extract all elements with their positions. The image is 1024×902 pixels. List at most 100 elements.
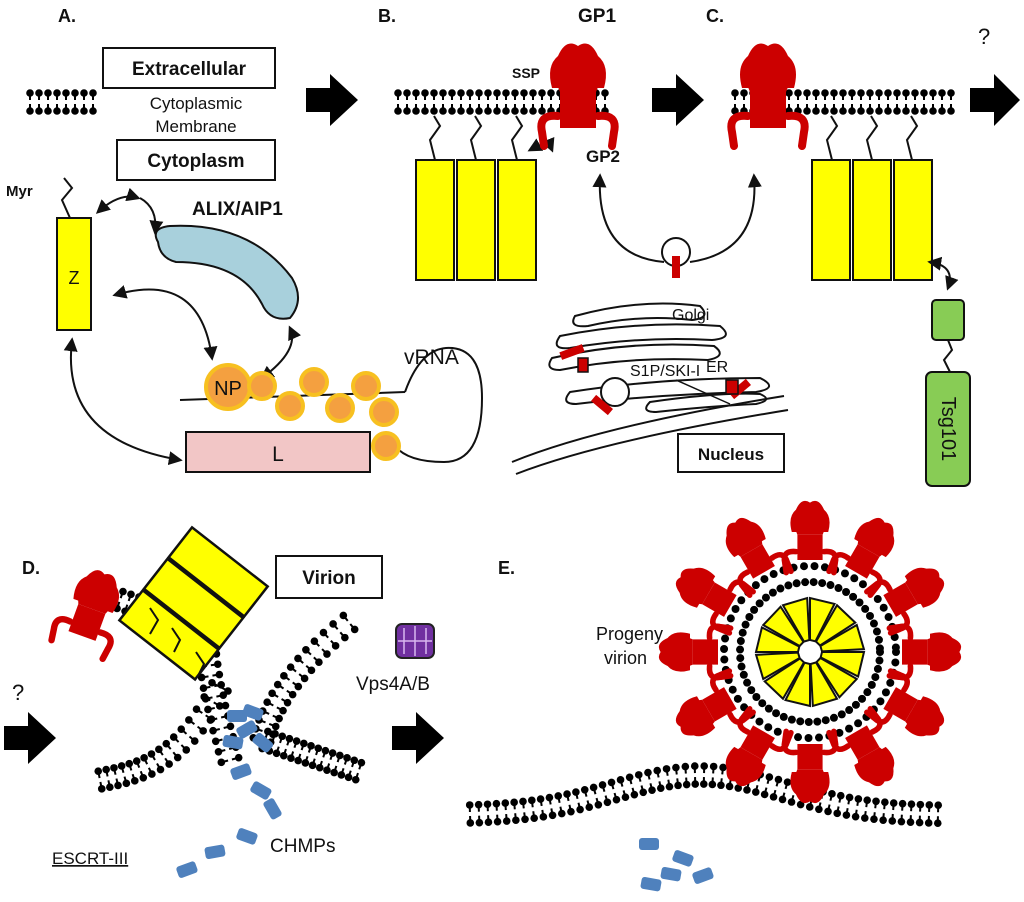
z-tail (149, 607, 160, 635)
z-alix-arrow (95, 187, 141, 214)
gp1-label: GP1 (578, 6, 616, 27)
membrane-d-bottom-left (94, 678, 232, 793)
panel-e-label: E. (498, 558, 515, 578)
tsg101-linker (942, 339, 954, 373)
panel-b: B. GP1 SSP GP2 Golgi ER S1P/SKI-I (378, 6, 789, 475)
z-core-segment (754, 651, 801, 681)
gp-spike (725, 517, 794, 598)
z-core-segment (761, 605, 805, 648)
alix-protein (154, 224, 299, 320)
progeny-label-1: Progeny (596, 624, 663, 644)
virion-box (275, 555, 383, 599)
flow-arrow-into-d (4, 712, 56, 764)
flow-arrow-a-b (306, 74, 358, 126)
chmp-subunit (639, 838, 659, 850)
chmp-subunit (263, 798, 282, 820)
vrna-label: vRNA (404, 346, 459, 369)
z-protein (117, 588, 221, 682)
z-protein (56, 217, 92, 331)
chmp-subunit (242, 704, 264, 721)
z-protein (415, 159, 455, 281)
z-protein (142, 557, 245, 650)
panel-d-label: D. (22, 558, 40, 578)
membrane-d-right-stem (249, 611, 359, 747)
z-tail (825, 115, 839, 161)
chmp-polymer (176, 704, 282, 878)
z-protein (852, 159, 892, 281)
panel-c: C. Tsg101 ? (706, 6, 990, 487)
z-core-segment (754, 626, 801, 653)
chmp-subunit (230, 763, 252, 780)
glycoprotein-complex (727, 43, 809, 150)
panel-c-label: C. (706, 6, 724, 26)
np-bead (275, 391, 305, 421)
z-core-segment (809, 596, 836, 643)
z-core-segment (781, 596, 811, 643)
l-protein (185, 431, 371, 473)
chmp-subunit (227, 710, 247, 722)
myr-anchor (60, 177, 74, 219)
z-np-arrow (112, 285, 218, 361)
gp-spike (537, 43, 619, 150)
s1p-label: S1P/SKI-I (630, 363, 700, 380)
gp2-label: GP2 (586, 147, 620, 166)
escrt-iii-label: ESCRT-III (52, 849, 128, 868)
progeny-virion (658, 500, 962, 804)
np-bead (325, 393, 355, 423)
cytoplasmic-membrane-label-1: Cytoplasmic (150, 94, 243, 113)
gp-spike (675, 567, 756, 636)
gp-spike (781, 500, 839, 576)
l-label: L (272, 443, 284, 466)
gp-in-vesicle (591, 394, 613, 416)
z-protein (893, 159, 933, 281)
er (565, 376, 770, 414)
z-core-segment (815, 656, 859, 699)
z-tsg101-interaction (927, 256, 959, 291)
gp-in-golgi (559, 344, 585, 360)
extracellular-box (102, 47, 276, 89)
np-bead (371, 431, 401, 461)
flow-arrow-d-e (392, 712, 444, 764)
panel-a: A. Extracellular Cytoplasmic Membrane Cy… (6, 6, 484, 473)
z-protein (166, 525, 270, 619)
gp-in-er (725, 379, 739, 395)
chmp-subunit (236, 828, 258, 845)
ssp-label: SSP (512, 65, 540, 81)
chmp-subunit (640, 877, 662, 892)
panel-d: D. Virion ESCRT-III CHMPs ? Vps4A/B (12, 525, 435, 878)
np-beads (247, 367, 401, 461)
gp-spike (658, 623, 734, 681)
progeny-label-2: virion (604, 648, 647, 668)
chmp-subunit (176, 861, 198, 878)
np-bead (351, 371, 381, 401)
z-tail (510, 115, 524, 161)
z-tail (469, 115, 483, 161)
chmp-subunit (236, 720, 258, 739)
membrane-a (26, 89, 97, 115)
np-bead (369, 397, 399, 427)
glycoprotein-complex (48, 570, 120, 663)
z-tail (865, 115, 879, 161)
cytoplasm-box (116, 139, 276, 181)
trafficking-arrow-right (689, 173, 762, 263)
np-bead (299, 367, 329, 397)
cytoplasm-label: Cytoplasm (147, 151, 244, 172)
released-chmps (639, 838, 714, 892)
z-core-segment (784, 661, 811, 708)
question-mark-d: ? (12, 680, 24, 705)
chmp-subunit (672, 850, 694, 867)
extracellular-label: Extracellular (132, 59, 247, 80)
trafficking-arrow-left (592, 173, 665, 263)
panel-a-label: A. (58, 6, 76, 26)
chmp-subunit (252, 732, 274, 753)
chmp-subunit (692, 867, 714, 884)
gp-spike (864, 567, 945, 636)
z-lattice (117, 525, 270, 682)
myr-label: Myr (6, 183, 33, 200)
flow-arrow-b-c (652, 74, 704, 126)
gp-in-golgi (577, 357, 589, 373)
gp-spike (826, 706, 895, 787)
membrane-d-bottom-right (258, 727, 366, 784)
